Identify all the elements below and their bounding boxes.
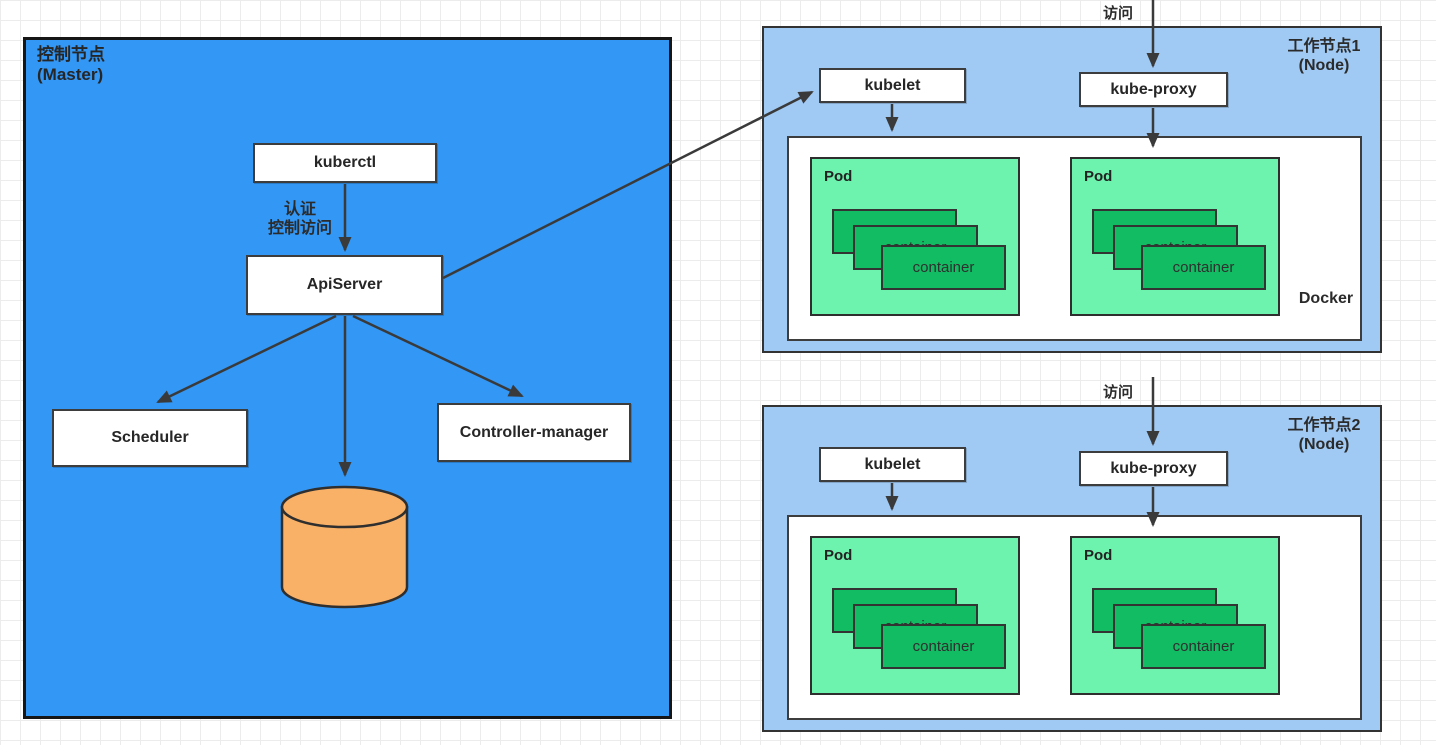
- node1-pod2-label: Pod: [1084, 168, 1113, 185]
- controller-manager-label: Controller-manager: [459, 423, 609, 441]
- node2-title: 工作节点2 (Node): [1254, 416, 1394, 454]
- auth-edge-label-line2: 控制访问: [267, 220, 332, 237]
- node2-pod2-container-front: container: [1141, 624, 1266, 669]
- node2-kubelet-label: kubelet: [864, 455, 921, 473]
- node2-pod1-container-front: container: [881, 624, 1006, 669]
- node2-title-line2: (Node): [1298, 436, 1350, 453]
- node2-access-label: 访问: [1102, 384, 1133, 401]
- node1-pod1-container-front: container: [881, 245, 1006, 290]
- node1-title-line2: (Node): [1298, 57, 1350, 74]
- master-title-line1: 控制节点: [37, 45, 105, 64]
- node1-kube-proxy-box: kube-proxy: [1079, 72, 1228, 107]
- etcd-label: etcd: [327, 556, 363, 575]
- apiserver-box: ApiServer: [246, 255, 443, 315]
- node1-docker-label: Docker: [1298, 290, 1354, 307]
- kuberctl-box: kuberctl: [253, 143, 437, 183]
- node1-title-line1: 工作节点1: [1287, 38, 1361, 55]
- master-title-line2: (Master): [37, 65, 104, 84]
- node2-kube-proxy-box: kube-proxy: [1079, 451, 1228, 486]
- node1-pod2: Pod container container container: [1070, 157, 1280, 316]
- auth-edge-label: 认证 控制访问: [252, 200, 348, 238]
- master-node-box: [23, 37, 672, 719]
- node2-kube-proxy-label: kube-proxy: [1110, 459, 1197, 477]
- node2-kubelet-box: kubelet: [819, 447, 966, 482]
- node1-pod1: Pod container container container: [810, 157, 1020, 316]
- node2-pod2-label: Pod: [1084, 547, 1113, 564]
- node2-title-line1: 工作节点2: [1287, 417, 1361, 434]
- scheduler-label: Scheduler: [111, 429, 189, 446]
- node2-pod2: Pod container container container: [1070, 536, 1280, 695]
- node1-title: 工作节点1 (Node): [1254, 37, 1394, 75]
- master-title: 控制节点 (Master): [37, 45, 105, 85]
- node1-pod2-container-front: container: [1141, 245, 1266, 290]
- node2-pod1-label: Pod: [824, 547, 853, 564]
- auth-edge-label-line1: 认证: [283, 201, 316, 218]
- kuberctl-label: kuberctl: [313, 154, 377, 171]
- node1-kubelet-box: kubelet: [819, 68, 966, 103]
- node1-pod1-label: Pod: [824, 168, 853, 185]
- node1-access-label: 访问: [1102, 5, 1133, 22]
- apiserver-label: ApiServer: [306, 276, 383, 293]
- node2-pod1: Pod container container container: [810, 536, 1020, 695]
- scheduler-box: Scheduler: [52, 409, 248, 467]
- node1-kube-proxy-label: kube-proxy: [1110, 80, 1197, 98]
- controller-manager-box: Controller-manager: [437, 403, 631, 462]
- node1-kubelet-label: kubelet: [864, 76, 921, 94]
